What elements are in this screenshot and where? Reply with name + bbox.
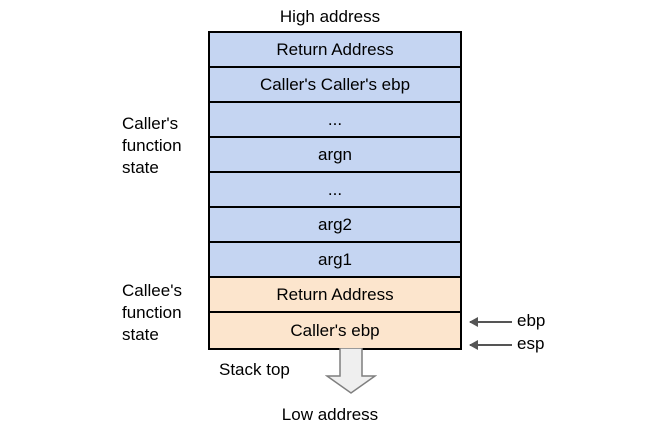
- stack-row-label: arg2: [317, 214, 353, 234]
- esp-pointer-arrow-icon: [469, 340, 512, 350]
- stack-row: Caller's ebp: [210, 313, 460, 348]
- esp-pointer-label: esp: [517, 334, 545, 353]
- stack-row-label: Return Address: [276, 284, 394, 304]
- stack-row: argn: [210, 138, 460, 173]
- ebp-pointer-label: ebp: [517, 311, 546, 330]
- low-address-label: Low address: [281, 405, 379, 424]
- stack-row: arg1: [210, 243, 460, 278]
- stack-row: ...: [210, 103, 460, 138]
- caller-function-state-label: Caller's function state: [122, 114, 182, 177]
- stack-row: Return Address: [210, 33, 460, 68]
- stack-row-label: Caller's Caller's ebp: [259, 74, 411, 94]
- stack-row-label: arg1: [317, 249, 353, 269]
- high-address-label: High address: [279, 7, 381, 26]
- stack-row: Return Address: [210, 278, 460, 313]
- stack-top-label: Stack top: [219, 360, 290, 379]
- stack-growth-down-arrow-icon: [325, 348, 377, 394]
- ebp-pointer-arrow-icon: [469, 317, 512, 327]
- stack-row: ...: [210, 173, 460, 208]
- stack-row: Caller's Caller's ebp: [210, 68, 460, 103]
- stack-row-label: argn: [317, 144, 353, 164]
- stack-row-label: ...: [327, 179, 343, 199]
- stack-row-label: ...: [327, 109, 343, 129]
- stack-table: Return Address Caller's Caller's ebp ...…: [208, 31, 462, 350]
- stack-row-label: Return Address: [276, 39, 394, 59]
- stack-row-label: Caller's ebp: [290, 320, 380, 340]
- stack-row: arg2: [210, 208, 460, 243]
- callee-function-state-label: Callee's function state: [122, 281, 182, 344]
